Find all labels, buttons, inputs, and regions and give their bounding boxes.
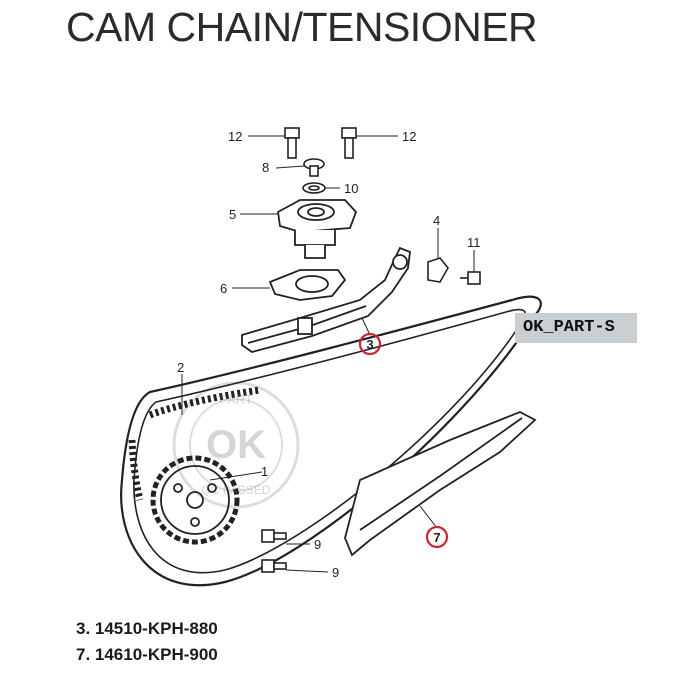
cam-sprocket: [150, 455, 240, 545]
callout-9-upper: 9: [314, 537, 321, 552]
svg-text:OK: OK: [206, 423, 266, 467]
bolt-11: [460, 271, 481, 285]
svg-text:7: 7: [433, 530, 440, 545]
callout-12-right: 12: [402, 129, 416, 144]
shop-label: OK_PART-S: [515, 313, 637, 343]
callout-4: 4: [433, 213, 440, 228]
callout-5: 5: [229, 207, 236, 222]
callout-11: 11: [467, 235, 481, 250]
callout-6: 6: [220, 281, 227, 296]
chain-guide: [344, 411, 537, 557]
tensioner-arm: [241, 246, 411, 353]
leader-lines: [181, 135, 475, 573]
bolt-12-left: [284, 127, 300, 159]
gasket: [268, 269, 347, 301]
washer-10: [302, 182, 326, 194]
tensioner-lifter: [277, 199, 358, 259]
qc-stamp-text: OK PART QC PASSED: [201, 392, 270, 497]
bolt-9-upper: [261, 529, 287, 543]
part-number-7: 7. 14610-KPH-900: [76, 645, 218, 664]
callout-9-lower: 9: [332, 565, 339, 580]
highlight-callout-7: 7: [425, 525, 449, 549]
callout-8: 8: [262, 160, 269, 175]
callout-10: 10: [344, 181, 358, 196]
page-title: CAM CHAIN/TENSIONER: [66, 4, 538, 50]
bolt-9-lower: [261, 559, 287, 573]
bolt-12-right: [341, 127, 357, 159]
highlight-callout-3: 3: [358, 332, 382, 356]
screw-8: [303, 158, 325, 177]
svg-text:PART: PART: [219, 392, 253, 407]
callout-1: 1: [261, 464, 268, 479]
callout-2: 2: [177, 360, 184, 375]
bracket-4: [427, 257, 449, 283]
callout-12-left: 12: [228, 129, 242, 144]
part-number-3: 3. 14510-KPH-880: [76, 619, 218, 638]
svg-text:3: 3: [366, 337, 373, 352]
svg-text:QC PASSED: QC PASSED: [201, 483, 270, 497]
